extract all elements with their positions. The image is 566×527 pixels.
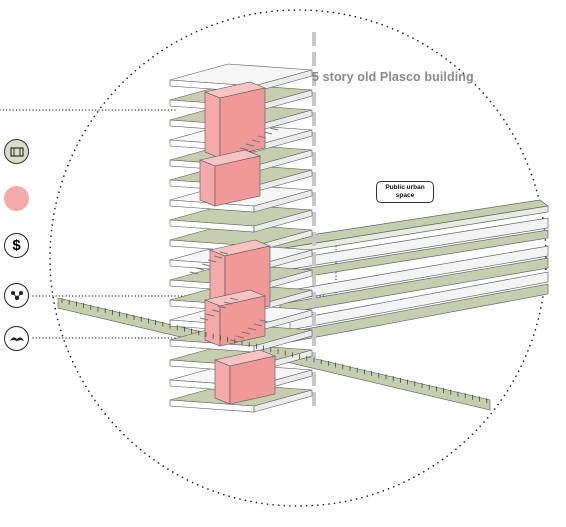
floor-side [253, 189, 313, 213]
stair-step [239, 147, 249, 151]
stair-step [263, 131, 273, 135]
stair-step [235, 335, 245, 339]
core-side [219, 295, 266, 347]
stair-step [251, 139, 261, 143]
stair-step [211, 309, 221, 313]
stair-step [245, 143, 255, 147]
core-front [204, 299, 221, 347]
core-front [199, 159, 216, 207]
stair-step [219, 251, 229, 255]
people-network-icon [4, 283, 29, 308]
core-side [229, 355, 276, 405]
stair-step [253, 323, 263, 327]
loop-ramps [264, 199, 549, 343]
stair-step [201, 263, 211, 267]
tower [169, 63, 313, 413]
stair-step [257, 135, 267, 139]
stair-step [269, 127, 279, 131]
public-space-callout: Public urban space [376, 181, 434, 203]
stair-step [195, 267, 205, 271]
stair-step [189, 271, 199, 275]
stair-step [199, 317, 209, 321]
core-front [204, 91, 221, 159]
wall-facade-icon [4, 139, 29, 164]
dollar-glyph: $ [12, 237, 21, 254]
stair-step [205, 313, 215, 317]
mustache-icon [4, 326, 29, 351]
core-front [214, 359, 231, 405]
dollar-icon: $ [4, 233, 29, 258]
pink-dot-icon [4, 186, 29, 211]
stair-step [217, 305, 227, 309]
building-title: 5 story old Plasco building [312, 70, 474, 84]
core-side [219, 87, 266, 159]
floor-side [253, 389, 313, 413]
stair-step [223, 301, 233, 305]
stair-step [229, 297, 239, 301]
stair-step [207, 259, 217, 263]
stair-step [229, 339, 239, 343]
floor-side [253, 329, 313, 353]
core-side [214, 155, 261, 207]
stair-step [213, 255, 223, 259]
stair-step [259, 319, 269, 323]
stair-step [247, 327, 257, 331]
slab-ticks [61, 297, 488, 404]
floor-side [253, 209, 313, 233]
stair-step [241, 331, 251, 335]
